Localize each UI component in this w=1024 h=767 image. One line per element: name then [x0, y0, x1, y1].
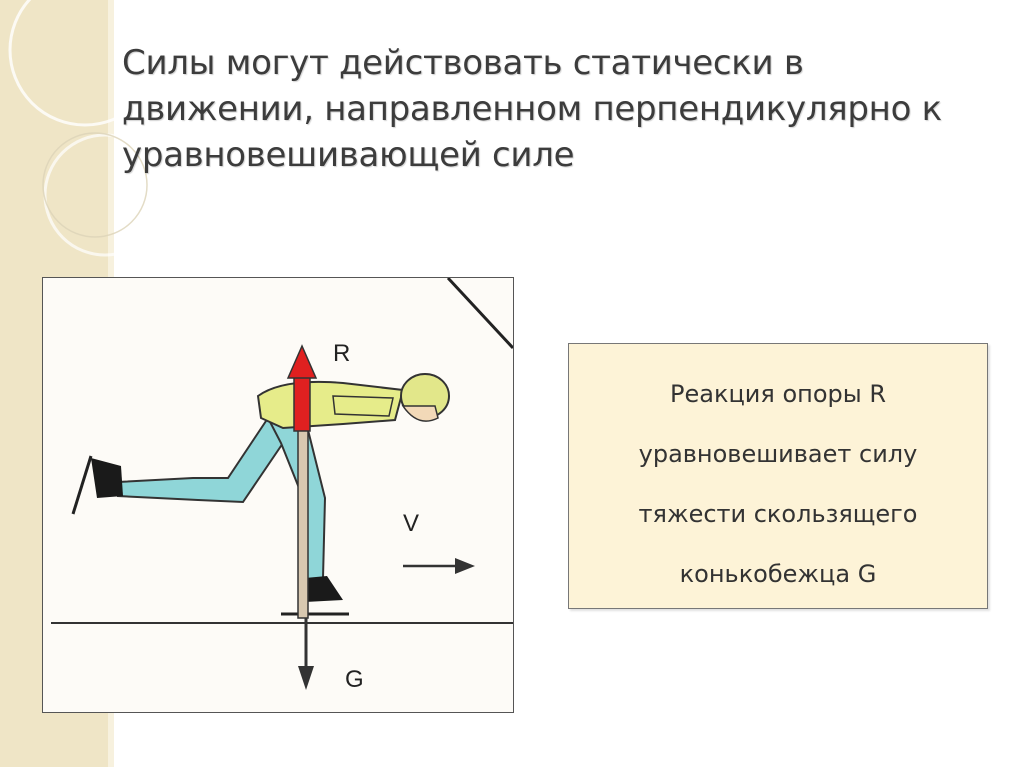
slide-title: Силы могут действовать статически в движ…: [122, 43, 942, 175]
gravity-arrow-head: [298, 666, 314, 690]
velocity-arrow-head: [455, 558, 475, 574]
skater-illustration: [51, 278, 513, 690]
arm: [332, 395, 394, 417]
explanation-callout: Реакция опоры R уравновешивает силу тяже…: [568, 343, 988, 609]
callout-line-3: тяжести скользящего: [638, 500, 918, 528]
back-leg: [117, 416, 285, 504]
callout-line-2: уравновешивает силу: [638, 440, 918, 468]
diagonal-line: [446, 278, 513, 350]
reaction-arrow-shaft: [293, 375, 311, 432]
label-v: V: [403, 510, 420, 537]
front-skate-boot: [305, 576, 343, 602]
callout-line-4: конькобежца G: [679, 560, 877, 588]
reaction-arrow-head: [286, 344, 318, 379]
label-r: R: [333, 340, 351, 367]
face: [401, 405, 439, 422]
skater-figure: R V G: [42, 277, 514, 713]
back-skate-boot: [91, 458, 123, 498]
decorative-circles: [8, 0, 167, 257]
label-g: G: [345, 666, 364, 693]
axis-bar: [297, 407, 309, 619]
back-skate-blade: [71, 455, 93, 515]
callout-line-1: Реакция опоры R: [670, 380, 886, 408]
